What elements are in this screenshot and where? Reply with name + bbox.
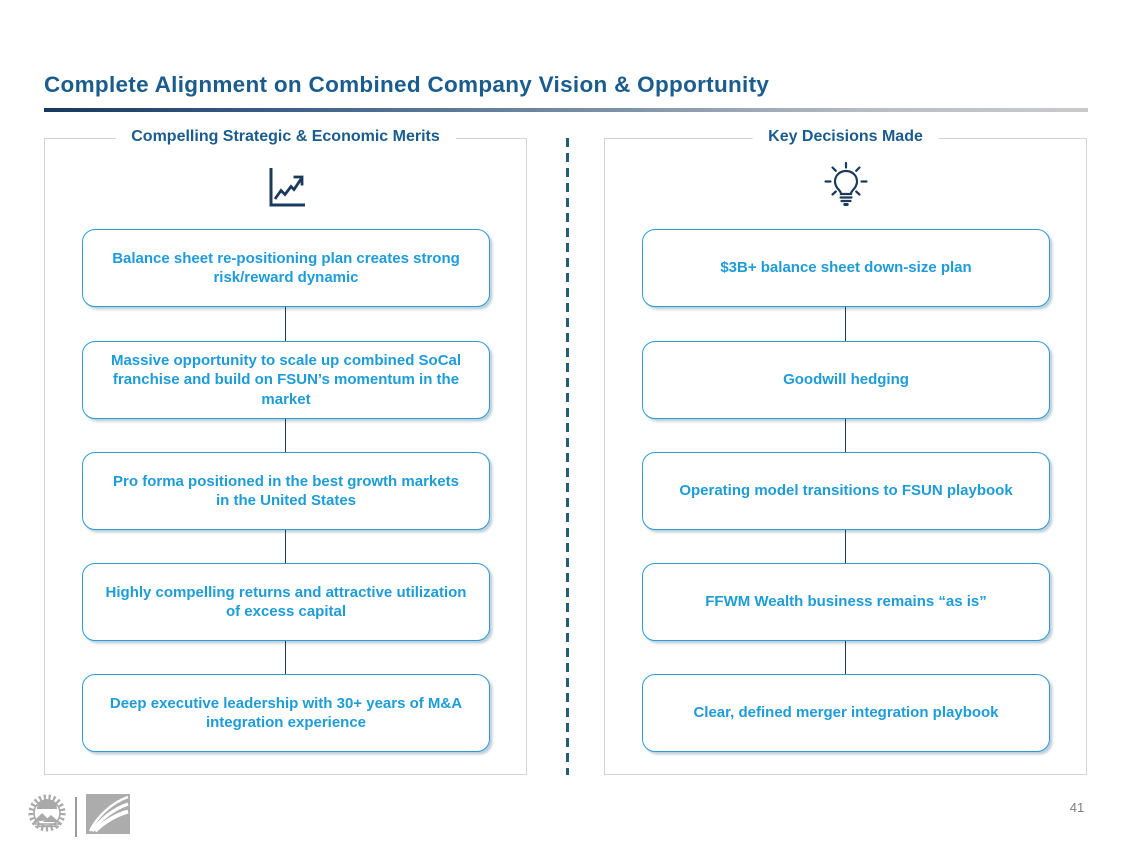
merit-box-4: Highly compelling returns and attractive… (82, 563, 490, 641)
connector-line (284, 530, 286, 563)
key-decisions-panel: Key Decisions Made $3B+ bal (604, 128, 1087, 775)
connector-line (844, 530, 846, 563)
right-panel-icon-row (605, 161, 1086, 218)
merit-box-3: Pro forma positioned in the best growth … (82, 452, 490, 530)
title-underline-rule (44, 108, 1088, 112)
decision-box-5: Clear, defined merger integration playbo… (642, 674, 1050, 752)
decision-box-4: FFWM Wealth business remains “as is” (642, 563, 1050, 641)
dashed-column-divider (566, 138, 569, 775)
decision-box-1: $3B+ balance sheet down-size plan (642, 229, 1050, 307)
left-panel-icon-row (45, 163, 526, 215)
page-number: 41 (1069, 800, 1085, 815)
right-panel-title: Key Decisions Made (752, 128, 939, 146)
connector-line (844, 641, 846, 674)
strategic-merits-panel: Compelling Strategic & Economic Merits B… (44, 128, 527, 775)
merit-box-1: Balance sheet re-positioning plan create… (82, 229, 490, 307)
connector-line (284, 307, 286, 341)
connector-line (844, 307, 846, 341)
page-title: Complete Alignment on Combined Company V… (44, 72, 770, 97)
decision-box-2: Goodwill hedging (642, 341, 1050, 419)
left-panel-title: Compelling Strategic & Economic Merits (115, 128, 456, 146)
swoosh-square-logo (85, 793, 131, 840)
decision-box-3: Operating model transitions to FSUN play… (642, 452, 1050, 530)
trend-up-chart-icon (263, 164, 309, 215)
footer-logo-divider (75, 796, 77, 837)
connector-line (844, 419, 846, 452)
connector-line (284, 419, 286, 452)
merit-box-2: Massive opportunity to scale up combined… (82, 341, 490, 419)
merit-box-5: Deep executive leadership with 30+ years… (82, 674, 490, 752)
lightbulb-icon (821, 161, 871, 218)
connector-line (284, 641, 286, 674)
sunburst-seal-logo (27, 792, 69, 841)
footer-logos (27, 792, 131, 841)
